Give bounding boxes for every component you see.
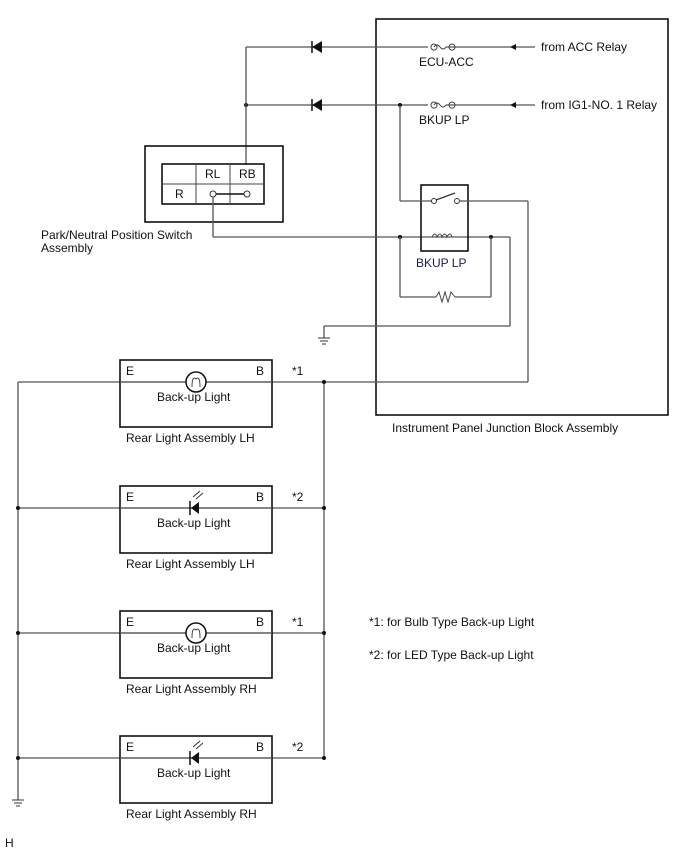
fuse-icon (430, 101, 456, 109)
legend-note-2: *2: for LED Type Back-up Light (369, 648, 534, 662)
relay-switch-icon (431, 192, 460, 204)
bulb-icon (185, 371, 207, 393)
light-box (119, 359, 273, 428)
switch-header-rb: RB (239, 167, 256, 181)
light-box (119, 485, 273, 554)
arrow-icon (510, 102, 516, 108)
light-box (119, 735, 273, 804)
corner-mark: H (5, 836, 14, 850)
relay-coil-icon (431, 233, 453, 239)
acc-relay-source: from ACC Relay (541, 40, 627, 54)
light-name: Back-up Light (157, 766, 231, 780)
led-icon (191, 752, 199, 764)
light-name: Back-up Light (157, 516, 231, 530)
switch-label-line2: Assembly (41, 241, 93, 255)
ground-icon (12, 799, 24, 807)
fuse-ecu-acc-label: ECU-ACC (419, 55, 474, 69)
terminal-e: E (126, 364, 134, 378)
diode-icon (311, 99, 322, 111)
relay-box (420, 184, 469, 252)
fuse-ecu-acc-circuit: ECU-ACC from ACC Relay (246, 40, 627, 69)
assembly-label: Rear Light Assembly LH (126, 431, 255, 445)
assembly-label: Rear Light Assembly RH (126, 682, 257, 696)
terminal-e: E (126, 615, 134, 629)
relay-label: BKUP LP (416, 256, 466, 270)
arrow-icon (510, 44, 516, 50)
switch-label-line1: Park/Neutral Position Switch (41, 228, 192, 242)
terminal-b: B (256, 364, 264, 378)
diode-icon (311, 41, 322, 53)
assembly-label: Rear Light Assembly RH (126, 807, 257, 821)
bulb-icon (185, 622, 207, 644)
switch-row-r: R (175, 187, 184, 201)
note-ref: *1 (292, 615, 304, 629)
fuse-icon (430, 43, 456, 51)
light-name: Back-up Light (157, 390, 231, 404)
note-ref: *2 (292, 490, 304, 504)
ig1-relay-source: from IG1-NO. 1 Relay (541, 98, 657, 112)
terminal-e: E (126, 740, 134, 754)
legend-note-1: *1: for Bulb Type Back-up Light (369, 615, 535, 629)
ground-icon (318, 337, 330, 345)
terminal-e: E (126, 490, 134, 504)
note-ref: *1 (292, 364, 304, 378)
fuse-bkup-lp-label: BKUP LP (419, 113, 469, 127)
switch-header-rl: RL (205, 167, 221, 181)
switch-outer-box (144, 145, 284, 223)
junction-block-box (375, 18, 669, 416)
note-ref: *2 (292, 740, 304, 754)
terminal-b: B (256, 490, 264, 504)
resistor-icon (435, 290, 456, 304)
junction-block-label: Instrument Panel Junction Block Assembly (392, 421, 618, 435)
terminal-b: B (256, 615, 264, 629)
assembly-label: Rear Light Assembly LH (126, 557, 255, 571)
fuse-bkup-lp-circuit: BKUP LP from IG1-NO. 1 Relay (244, 98, 657, 127)
light-box (119, 610, 273, 679)
light-name: Back-up Light (157, 641, 231, 655)
led-icon (191, 502, 199, 514)
terminal-b: B (256, 740, 264, 754)
